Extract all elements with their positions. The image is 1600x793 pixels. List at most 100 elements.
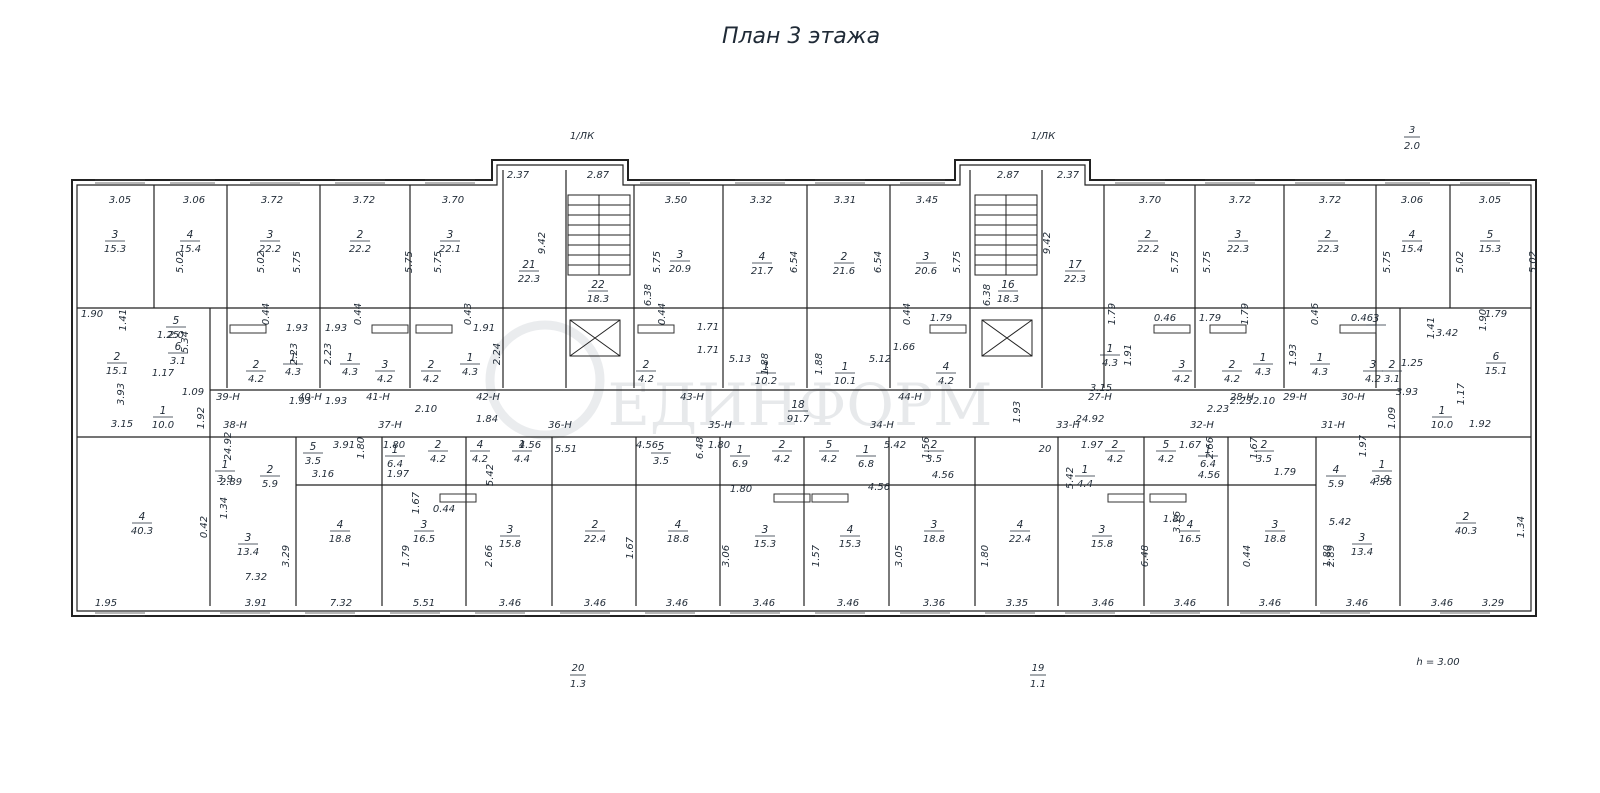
- corridor-label: 31-Н: [1321, 420, 1345, 431]
- dimension-label: 5.75: [1382, 251, 1393, 273]
- room-area: 22.1: [439, 244, 461, 255]
- dimension-label: 1.79: [1485, 309, 1507, 320]
- dimension-label: 4.56: [868, 482, 890, 493]
- room-number: 2: [253, 359, 260, 371]
- svg-text:20: 20: [572, 663, 585, 674]
- dimension-label: 3.46: [1259, 598, 1281, 609]
- dimension-label: 1.95: [95, 598, 117, 609]
- room-number: 5: [1163, 439, 1170, 451]
- dimension-label: 1.84: [476, 414, 498, 425]
- room-area: 18.8: [667, 534, 689, 545]
- corridor-label: 34-Н: [870, 420, 894, 431]
- dimension-label: 0.44: [433, 504, 455, 515]
- dimension-label: 6.54: [873, 251, 884, 273]
- dimension-label: 1.80: [356, 437, 367, 459]
- dimension-label: 1.17: [1456, 382, 1467, 405]
- dimension-label: 0.42: [199, 516, 210, 538]
- dimension-label: 2.23: [323, 343, 334, 365]
- room-area: 15.1: [1485, 366, 1507, 377]
- dimension-label: 5.42: [1329, 517, 1351, 528]
- dimension-label: 4.56: [1198, 470, 1220, 481]
- room-number: 2: [114, 351, 121, 363]
- room-area: 4.2: [430, 454, 446, 465]
- room-number: 1: [160, 405, 167, 417]
- room-number: 2: [1112, 439, 1119, 451]
- dimension-label: 2.23: [1230, 396, 1252, 407]
- room-number: 3: [421, 519, 428, 531]
- dimension-label: 5.02: [1455, 251, 1466, 273]
- watermark-logo: [485, 320, 605, 440]
- room-area: 22.2: [1137, 244, 1159, 255]
- corridor-label: 38-Н: [223, 420, 247, 431]
- room-area: 4.3: [462, 367, 478, 378]
- dimension-label: 1.80: [1163, 514, 1185, 525]
- dimension-label: 0.43: [463, 303, 474, 325]
- room-number: 3: [677, 249, 684, 261]
- watermark-text: ЕДИНФОРМ: [608, 371, 993, 439]
- room-area: 3.1: [1384, 374, 1400, 385]
- room-area: 3.5: [653, 456, 669, 467]
- room-area: 3.1: [170, 356, 186, 367]
- height-note: h = 3.00: [1416, 657, 1459, 668]
- room-area: 4.2: [1224, 374, 1240, 385]
- room-area: 22.3: [1227, 244, 1249, 255]
- dimension-label: 1.67: [625, 536, 636, 559]
- room-number: 2: [1229, 359, 1236, 371]
- dimension-label: 0.46: [1351, 313, 1373, 324]
- room-area: 15.8: [1091, 539, 1113, 550]
- dimension-label: 2.23: [289, 343, 300, 365]
- room-number: 3: [267, 229, 274, 241]
- dimension-label: 5.12: [869, 354, 891, 365]
- dimension-label: 5.51: [413, 598, 435, 609]
- room-area: 4.2: [472, 454, 488, 465]
- corridor-label: 43-Н: [680, 392, 704, 403]
- room-number: 1: [1082, 464, 1089, 476]
- room-area: 6.4: [387, 459, 403, 470]
- corridor-label: 35-Н: [708, 420, 732, 431]
- dimension-label: 3.70: [1139, 195, 1161, 206]
- room-number: 3: [507, 524, 514, 536]
- dimension-label: 3.46: [1431, 598, 1453, 609]
- dimension-label: 1.67: [411, 491, 422, 514]
- dimension-label: 1.88: [814, 353, 825, 375]
- room-number: 1: [392, 444, 399, 456]
- dimension-label: 1.79: [1240, 303, 1251, 325]
- dimension-label: 3.35: [1006, 598, 1028, 609]
- dimension-label: 3.29: [281, 545, 292, 567]
- dimension-label: 3.91: [245, 598, 267, 609]
- room-area: 6.4: [1200, 459, 1216, 470]
- dimension-label: 1.79: [1274, 467, 1296, 478]
- dimension-label: 3.32: [750, 195, 772, 206]
- room-area: 4.2: [1107, 454, 1123, 465]
- dimension-label: 3.42: [1436, 328, 1458, 339]
- dimension-label: 5.13: [729, 354, 751, 365]
- dimension-label: 5.75: [652, 251, 663, 273]
- room-number: 4: [187, 229, 194, 241]
- room-number: 21: [522, 259, 535, 271]
- svg-text:3: 3: [1409, 125, 1415, 136]
- room-number: 1: [347, 352, 354, 364]
- dimension-label: 6.48: [695, 437, 706, 459]
- room-area: 10.0: [1431, 420, 1453, 431]
- room-number: 2: [1261, 439, 1268, 451]
- room-number: 4: [1333, 464, 1340, 476]
- room-area: 15.1: [106, 366, 128, 377]
- dimension-label: 3.72: [261, 195, 283, 206]
- room-number: 2: [1145, 229, 1152, 241]
- dimension-label: 3.72: [1319, 195, 1341, 206]
- room-number: 4: [1187, 519, 1194, 531]
- dimension-label: 3.46: [499, 598, 521, 609]
- room-number: 1: [1379, 459, 1386, 471]
- dimension-label: 3.46: [1346, 598, 1368, 609]
- room-area: 3.9: [1374, 474, 1390, 485]
- dimension-label: 1.93: [289, 396, 311, 407]
- dimension-label: 3.91: [333, 440, 355, 451]
- plan-title: План 3 этажа: [722, 24, 880, 49]
- dimension-label: 3.29: [1482, 598, 1504, 609]
- room-area: 20.6: [915, 266, 937, 277]
- dimension-label: 1.41: [1426, 317, 1437, 339]
- dimension-label: 1.34: [1516, 516, 1527, 538]
- dimension-label: 1.79: [930, 313, 952, 324]
- room-area: 15.4: [1401, 244, 1423, 255]
- dimension-label: 1.79: [1199, 313, 1221, 324]
